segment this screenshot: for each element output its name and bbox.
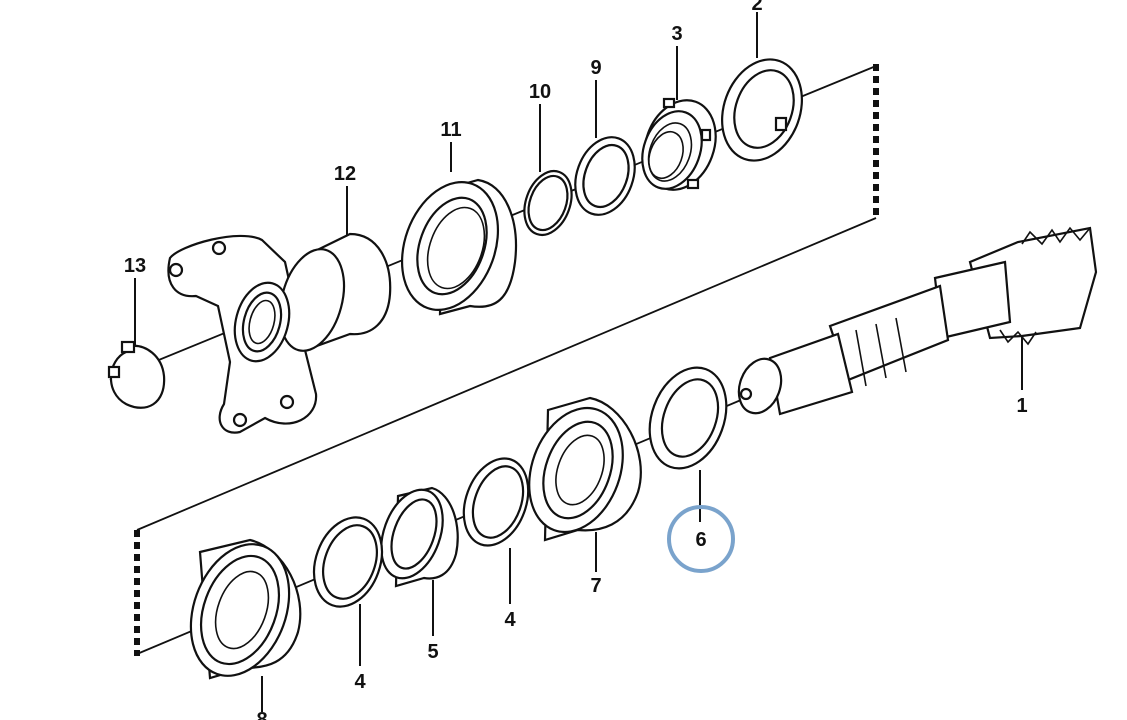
callout-label-5: 5 (427, 641, 438, 663)
callout-label-7: 7 (590, 575, 601, 597)
part-4-washer-upper (462, 457, 530, 547)
part-12-flange-yoke (167, 232, 392, 434)
callout-label-13: 13 (124, 255, 146, 277)
part-1-pinion-shaft (737, 226, 1098, 416)
part-7-bearing (528, 396, 642, 542)
callout-label-4-lower: 4 (354, 671, 366, 693)
part-4-washer-lower (312, 516, 384, 608)
part-6-shim (648, 366, 728, 470)
leader-lines (134, 12, 1023, 712)
part-3-slotted-nut (641, 97, 717, 191)
part-2-lock-washer (721, 58, 803, 162)
subassembly-boundary (134, 64, 879, 656)
callout-label-4-upper: 4 (504, 609, 516, 631)
part-11-seal (400, 178, 517, 316)
part-5-ring (380, 486, 459, 588)
part-8-bearing (189, 538, 302, 680)
callout-label-9: 9 (590, 57, 601, 79)
part-13-circlip (107, 340, 166, 409)
callout-label-2: 2 (751, 0, 762, 15)
part-9-washer (574, 136, 636, 216)
callout-label-10: 10 (529, 81, 551, 103)
callout-label-3: 3 (671, 23, 682, 45)
callout-label-1: 1 (1016, 395, 1027, 417)
part-10-o-ring (523, 169, 573, 237)
callout-label-12: 12 (334, 163, 356, 185)
highlight-circle-6 (667, 505, 735, 573)
callout-label-8: 8 (256, 709, 267, 720)
callout-label-11: 11 (440, 119, 461, 141)
callout-label-6: 6 (695, 529, 706, 551)
